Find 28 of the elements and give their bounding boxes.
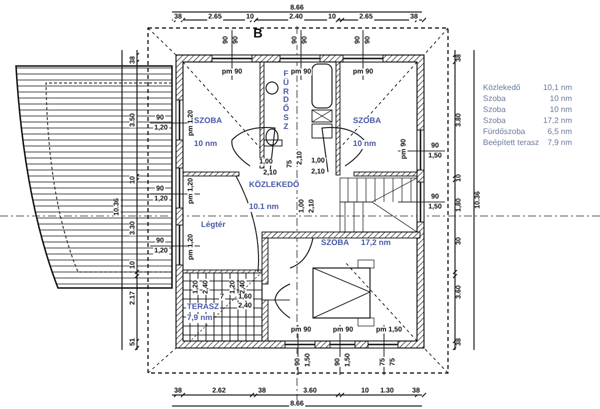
area-value: 10 nm: [550, 95, 572, 103]
area-value: 10 nm: [352, 140, 378, 149]
room-name: SZOBA: [193, 117, 223, 126]
room-name: Szoba: [483, 117, 506, 125]
area-value: 17,2 nm: [543, 117, 572, 125]
area-value: 10 nm: [193, 140, 218, 149]
room-name: Fürdőszoba: [483, 128, 526, 136]
area-value: 10 nm: [550, 106, 572, 114]
room-name: TERASZ: [186, 303, 220, 312]
section-marker: B: [252, 26, 264, 40]
room-area: [352, 117, 382, 149]
area-value: 10,1 nm: [543, 84, 572, 92]
room-name: Szoba: [483, 106, 506, 114]
room-area: [186, 303, 220, 323]
room-area: [248, 181, 300, 212]
room-name: Szoba: [483, 95, 506, 103]
room-name: SZOBA: [320, 239, 350, 248]
room-area: [320, 239, 392, 248]
area-value: 7,9 nm: [548, 139, 572, 147]
room-name: FÜRDŐSZ: [281, 70, 291, 132]
room-name: SZOBA: [352, 117, 382, 126]
room-name: Légtér: [200, 221, 226, 230]
room-name: KÖZLEKEDŐ: [248, 181, 300, 190]
area-value: 17,2 nm: [360, 239, 392, 248]
room-name: Beépített terasz: [483, 139, 540, 147]
room-name: Közlekedő: [483, 84, 520, 92]
area-value: 6,5 nm: [548, 128, 572, 136]
area-value: 10.1 nm: [248, 202, 280, 212]
